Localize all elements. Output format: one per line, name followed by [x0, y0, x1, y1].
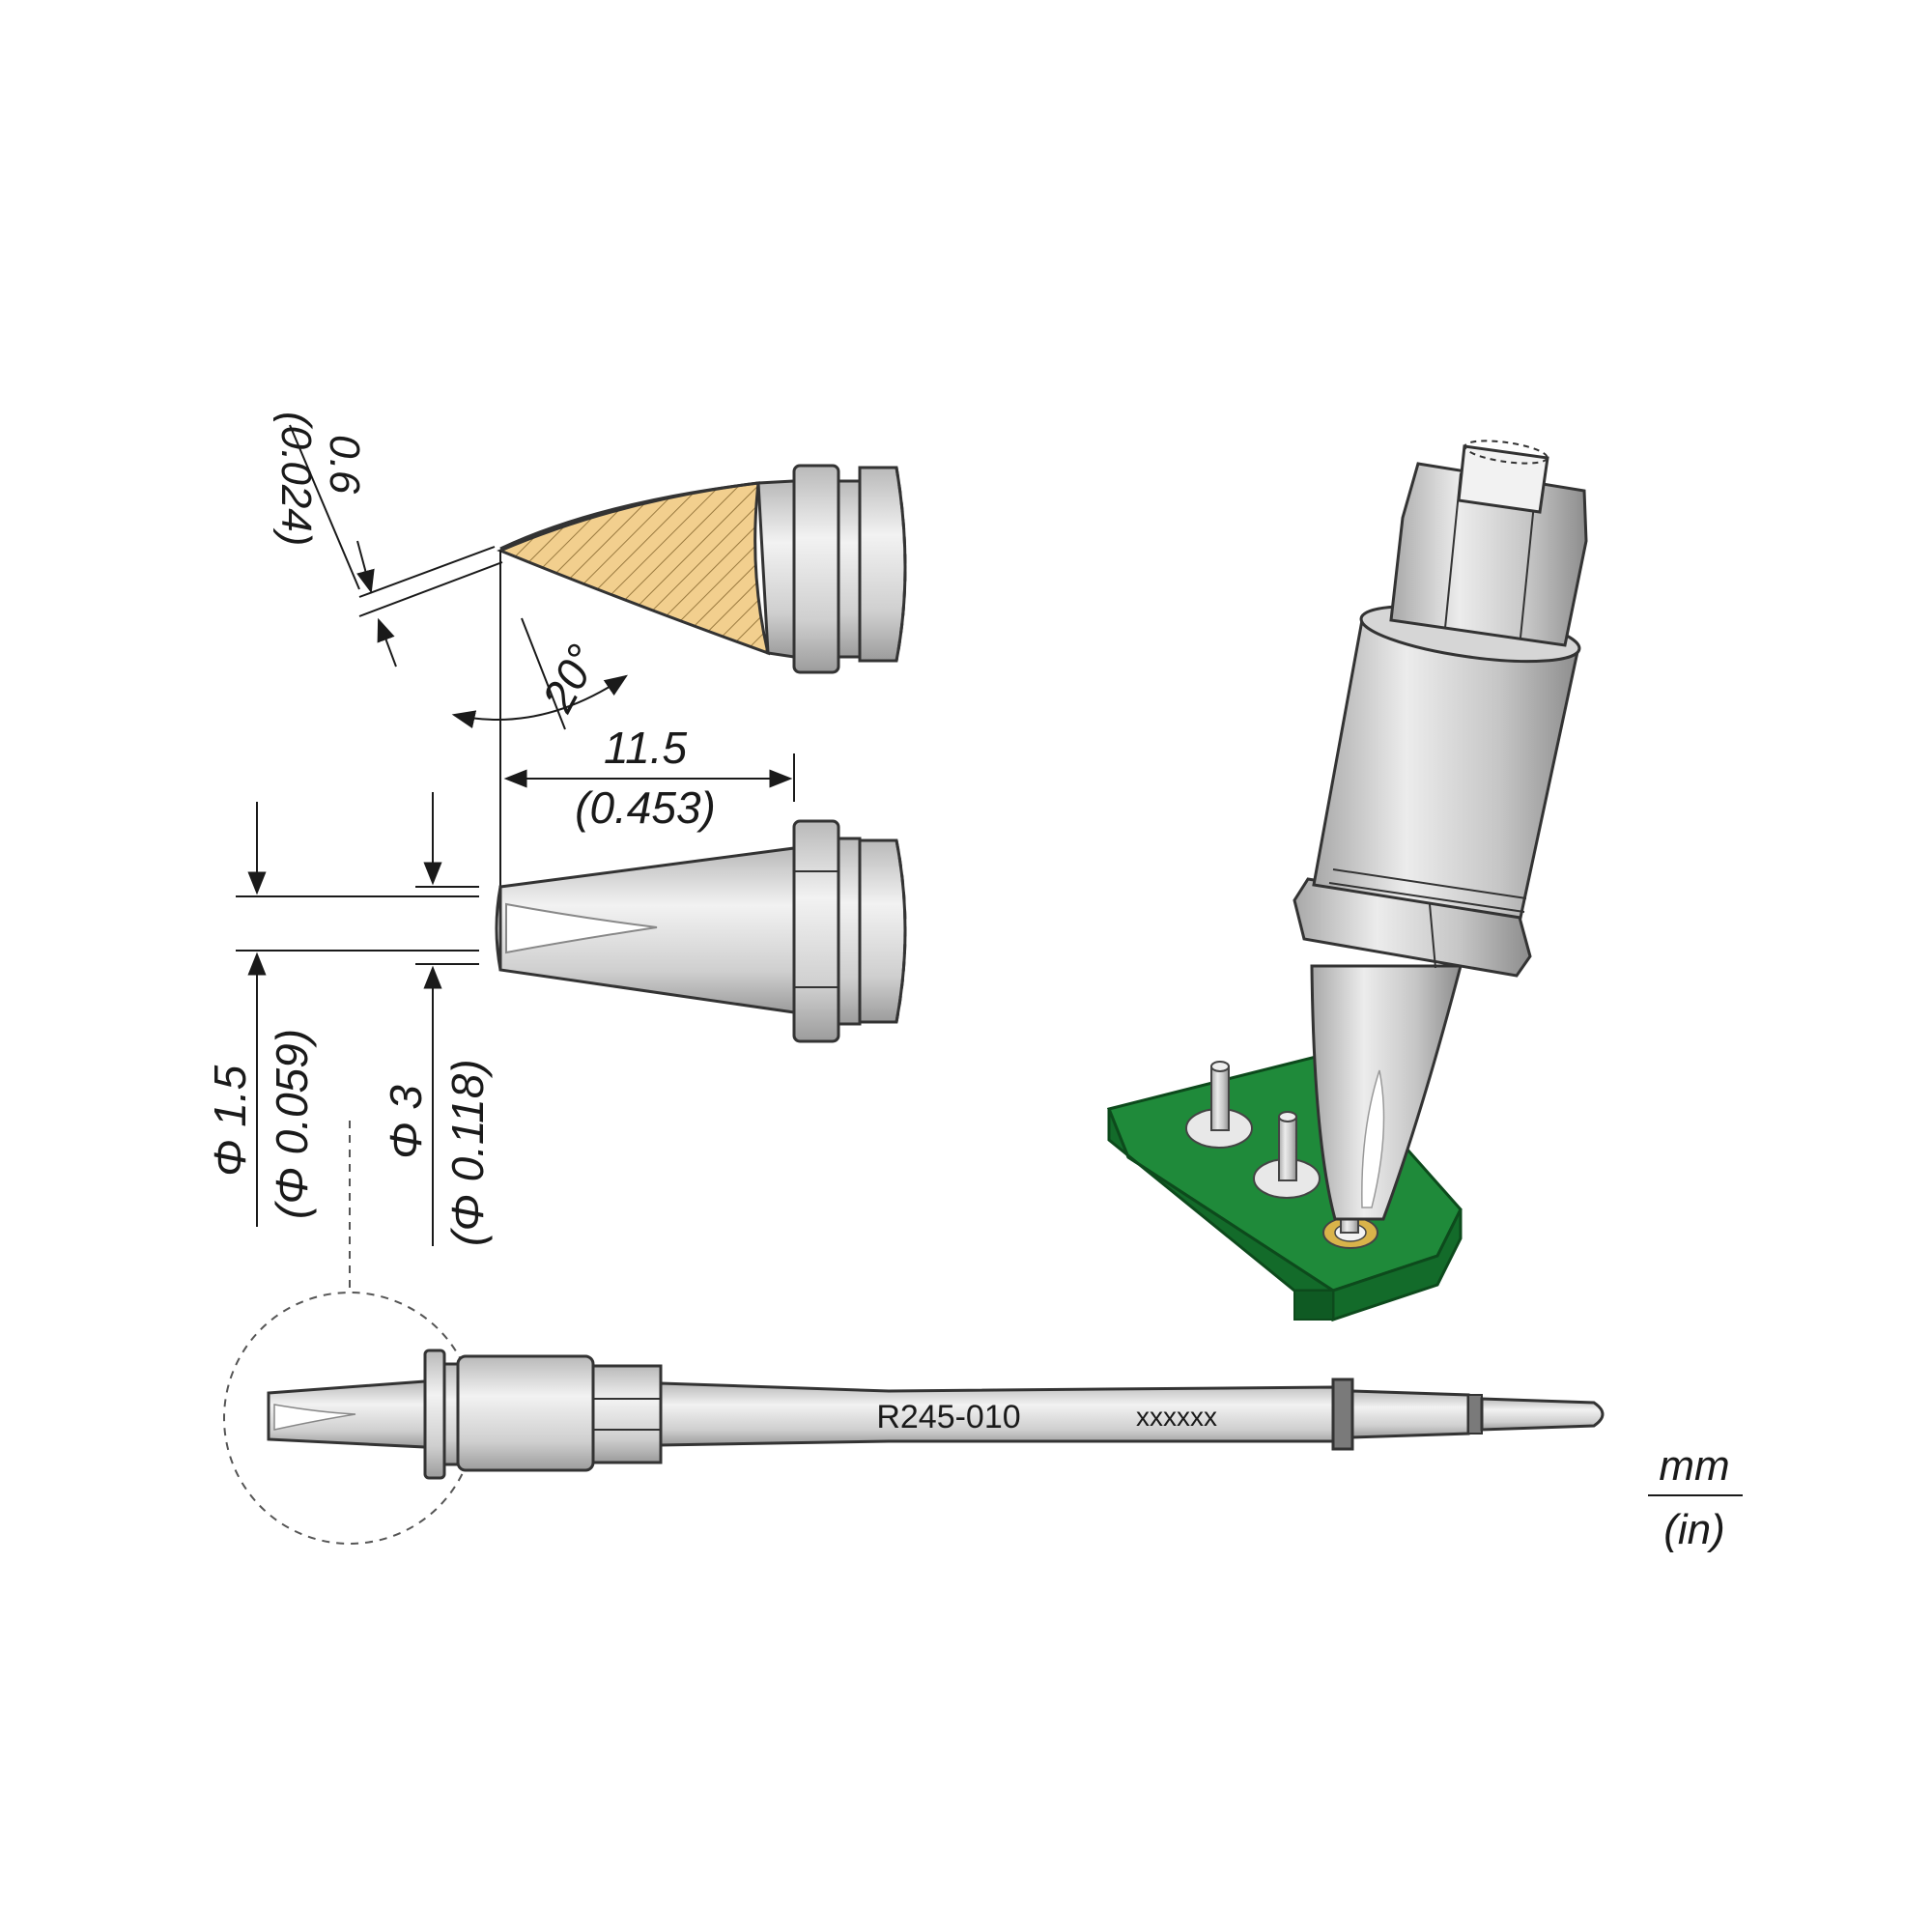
tip-width-dimension: 0.6 (0.024) — [272, 412, 503, 668]
top-view-tip — [497, 464, 907, 674]
length-label: 11.5 — [604, 723, 688, 773]
tip-width-label: 0.6 — [321, 435, 368, 495]
inner-diameter-label: Φ 1.5 — [205, 1065, 255, 1177]
diameter-dimensions: Φ 1.5 (Φ 0.059) Φ 3 (Φ 0.118) — [205, 792, 493, 1246]
unit-secondary-label: (in) — [1663, 1506, 1725, 1553]
part-number-label: R245-010 — [876, 1399, 1020, 1435]
unit-primary-label: mm — [1659, 1442, 1729, 1490]
soldering-tip-3d-icon — [1106, 440, 1588, 1322]
outer-diameter-label: Φ 3 — [381, 1085, 431, 1159]
units-legend: mm (in) — [1648, 1442, 1743, 1553]
detail-callout — [223, 1121, 476, 1545]
tip-width-inch-label: (0.024) — [272, 412, 320, 546]
inner-diameter-inch-label: (Φ 0.059) — [267, 1029, 317, 1219]
side-view-tip — [495, 819, 907, 1043]
serial-placeholder-label: xxxxxx — [1136, 1402, 1217, 1432]
length-dimension: 11.5 (0.453) — [499, 723, 795, 889]
full-cartridge: R245-010 xxxxxx — [267, 1349, 1605, 1480]
length-inch-label: (0.453) — [575, 782, 716, 833]
bevel-angle-label: 20° — [531, 637, 608, 721]
outer-diameter-inch-label: (Φ 0.118) — [442, 1059, 493, 1246]
